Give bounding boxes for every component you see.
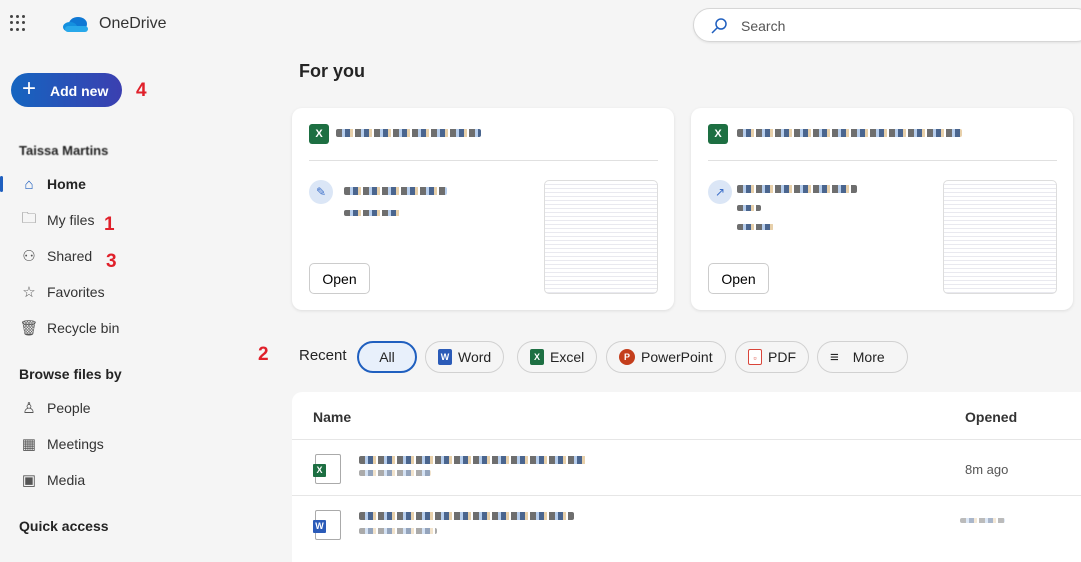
share-icon: ↗	[708, 180, 732, 204]
filter-label: More	[852, 349, 885, 365]
divider	[708, 160, 1057, 161]
add-new-label: Add new	[50, 83, 109, 99]
word-icon: W	[438, 349, 452, 365]
annotation-4: 4	[136, 80, 147, 101]
file-title-redacted	[737, 129, 962, 137]
add-new-button[interactable]: + Add new	[11, 73, 122, 107]
sidebar-item-recycle-bin[interactable]: 🗑 Recycle bin	[0, 310, 270, 346]
calendar-icon: ▦	[21, 436, 37, 453]
powerpoint-icon: P	[619, 349, 635, 365]
file-thumbnail	[943, 180, 1057, 294]
sidebar-item-home[interactable]: ⌂ Home	[0, 166, 270, 202]
column-header-name[interactable]: Name	[313, 409, 352, 425]
annotation-1: 1	[104, 214, 115, 235]
sidebar-item-label: Media	[47, 472, 86, 488]
filter-label: Excel	[550, 349, 585, 365]
folder-icon: 🗀	[21, 209, 37, 227]
filter-label: PDF	[768, 349, 796, 365]
table-row[interactable]: W	[292, 495, 1081, 551]
annotation-3: 3	[106, 251, 117, 272]
sidebar-item-label: My files	[47, 212, 95, 228]
excel-icon: X	[309, 124, 329, 144]
onedrive-logo-icon	[63, 17, 88, 32]
pdf-icon: ▫	[748, 349, 762, 365]
divider	[309, 160, 658, 161]
sidebar-item-media[interactable]: ▣ Media	[0, 462, 270, 498]
opened-time-redacted	[960, 518, 1005, 523]
recent-heading: Recent	[299, 347, 347, 364]
file-name-redacted	[359, 456, 587, 464]
suggested-file-card[interactable]: X ↗ Open	[691, 108, 1073, 310]
person-icon: ♙	[22, 400, 36, 417]
activity-time-redacted	[737, 224, 774, 230]
file-name-redacted	[359, 512, 574, 520]
star-icon: ☆	[22, 284, 36, 301]
search-icon	[711, 18, 727, 34]
pencil-icon: ✎	[309, 180, 333, 204]
people-icon: ⚇	[22, 248, 36, 265]
quick-access-heading: Quick access	[19, 518, 109, 534]
filter-all[interactable]: All	[357, 341, 417, 373]
browse-heading: Browse files by	[19, 366, 122, 382]
annotation-2: 2	[258, 344, 269, 365]
active-indicator	[0, 176, 3, 192]
opened-time: 8m ago	[965, 462, 1009, 477]
search-input[interactable]: Search	[693, 8, 1081, 42]
open-button[interactable]: Open	[309, 263, 370, 294]
activity-redacted	[344, 187, 447, 195]
sidebar-item-favorites[interactable]: ☆ Favorites	[0, 274, 270, 310]
activity-redacted	[737, 185, 857, 193]
sidebar-item-label: Recycle bin	[47, 320, 120, 336]
sidebar-item-label: Favorites	[47, 284, 105, 300]
user-name: Taissa Martins	[19, 143, 109, 158]
activity-time-redacted	[344, 210, 401, 216]
filter-excel[interactable]: X Excel	[517, 341, 598, 373]
trash-icon: 🗑	[19, 320, 39, 337]
filter-label: All	[379, 349, 395, 365]
for-you-heading: For you	[299, 61, 365, 81]
excel-file-icon: X	[313, 454, 341, 484]
open-button[interactable]: Open	[708, 263, 769, 294]
filter-label: Word	[458, 349, 492, 365]
recent-files-table: Name Opened X 8m ago W	[292, 392, 1081, 562]
suggested-file-card[interactable]: X ✎ Open	[292, 108, 674, 310]
filter-lines-icon: ≡	[830, 348, 839, 366]
excel-icon: X	[708, 124, 728, 144]
file-title-redacted	[336, 129, 481, 137]
column-header-opened[interactable]: Opened	[965, 409, 1018, 425]
file-thumbnail	[544, 180, 658, 294]
sidebar-item-label: Meetings	[47, 436, 104, 452]
file-location-redacted	[359, 528, 437, 534]
filter-label: PowerPoint	[641, 349, 713, 365]
sidebar-item-people[interactable]: ♙ People	[0, 390, 270, 426]
filter-more[interactable]: ≡ More	[817, 341, 908, 373]
filter-powerpoint[interactable]: P PowerPoint	[606, 341, 726, 373]
app-launcher-icon[interactable]	[10, 15, 26, 31]
plus-icon: +	[22, 75, 37, 102]
image-icon: ▣	[21, 472, 37, 489]
home-icon: ⌂	[24, 175, 34, 193]
excel-icon: X	[530, 349, 544, 365]
activity-detail-redacted	[737, 205, 761, 211]
filter-pdf[interactable]: ▫ PDF	[735, 341, 809, 373]
sidebar-item-shared[interactable]: ⚇ Shared	[0, 238, 270, 274]
sidebar-item-label: People	[47, 400, 91, 416]
file-location-redacted	[359, 470, 431, 476]
app-name[interactable]: OneDrive	[99, 15, 167, 32]
filter-word[interactable]: W Word	[425, 341, 505, 373]
sidebar-item-my-files[interactable]: 🗀 My files	[0, 202, 270, 238]
search-placeholder: Search	[741, 18, 786, 34]
sidebar-item-label: Shared	[47, 248, 93, 264]
sidebar-item-label: Home	[47, 176, 86, 192]
word-file-icon: W	[313, 510, 341, 540]
table-row[interactable]: X 8m ago	[292, 439, 1081, 495]
sidebar-item-meetings[interactable]: ▦ Meetings	[0, 426, 270, 462]
